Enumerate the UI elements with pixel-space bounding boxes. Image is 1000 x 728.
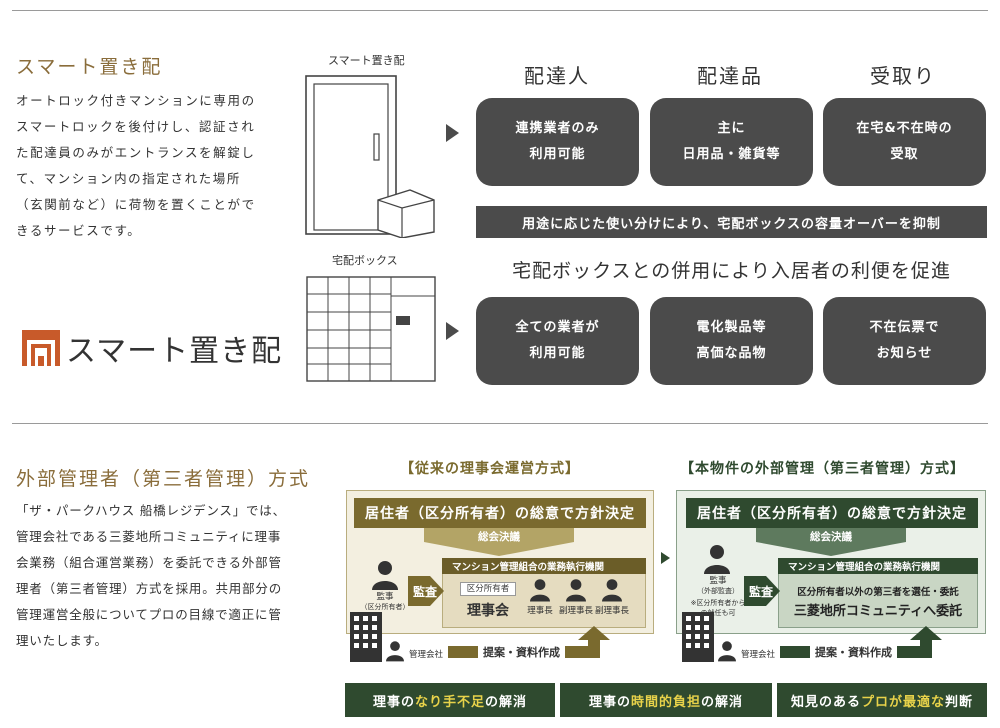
old-down-arrow-icon — [424, 528, 574, 556]
old-role-1: 理事長 — [527, 606, 553, 616]
col-head-deliverer: 配達人 — [524, 64, 590, 88]
new-audit-arrow-icon — [744, 576, 780, 606]
external-title: 外部管理者（第三者管理）方式 — [16, 468, 311, 490]
col-head-receive: 受取り — [870, 64, 936, 88]
old-auditor-label: 監事 （区分所有者） — [360, 592, 410, 611]
new-building-icon — [682, 612, 714, 662]
old-exec-bar: マンション管理組合の業務執行機関 — [442, 558, 646, 574]
new-line2: 三菱地所コミュニティへ委託 — [793, 604, 963, 619]
new-auditor-label: 監事 （外部監査） ※区分所有者からの就任も可 — [690, 576, 746, 617]
top-rule — [12, 10, 988, 11]
pill-row2-3: 不在伝票でお知らせ — [823, 297, 986, 385]
new-exec-bar: マンション管理組合の業務執行機関 — [778, 558, 978, 574]
old-audit-arrow-icon — [408, 576, 444, 606]
pill-row2-2: 電化製品等高価な品物 — [650, 297, 813, 385]
box-label: 宅配ボックス — [332, 254, 398, 267]
old-board: 理事会 — [467, 603, 509, 619]
banner-2: 理事の時間的負担の解消 — [560, 683, 772, 717]
pill-row1-1: 連携業者のみ利用可能 — [476, 98, 639, 186]
new-audit: 監査 — [748, 584, 773, 599]
old-role-2: 副理事長 — [558, 606, 593, 616]
new-diagram-title: 【本物件の外部管理（第三者管理）方式】 — [680, 461, 965, 477]
new-company-person-icon — [718, 641, 736, 662]
old-role-person-icon — [530, 579, 550, 602]
new-decision: 総会決議 — [810, 530, 852, 543]
old-audit: 監査 — [412, 584, 437, 599]
new-top-pill: 居住者（区分所有者）の総意で方針決定 — [686, 498, 978, 528]
col-head-item: 配達品 — [697, 64, 763, 88]
smart-title: スマート置き配 — [16, 56, 163, 78]
banner-3: 知見のあるプロが最適な判断 — [777, 683, 987, 717]
old-proposal: 提案・資料作成 — [478, 644, 565, 660]
new-up-arrow-icon — [910, 626, 942, 658]
new-company: 管理会社 — [740, 650, 775, 660]
smart-description: オートロック付きマンションに専用の スマートロックを後付けし、認証され た配達員… — [16, 93, 256, 238]
old-owner-tag: 区分所有者 — [460, 582, 516, 596]
locker-icon — [306, 276, 436, 382]
old-role-3: 副理事長 — [594, 606, 629, 616]
new-line1: 区分所有者以外の第三者を選任・委託 — [797, 587, 959, 598]
smart-logo: スマート置き配 — [22, 326, 282, 370]
old-company: 管理会社 — [408, 650, 443, 660]
banner-1: 理事のなり手不足の解消 — [345, 683, 555, 717]
old-auditor-person-icon — [372, 561, 398, 590]
middle-rule — [12, 423, 988, 424]
old-diagram-title: 【従来の理事会運営方式】 — [400, 461, 580, 477]
arrow-right-icon — [446, 322, 459, 340]
arrow-right-icon — [446, 124, 459, 142]
logo-text: スマート置き配 — [66, 334, 283, 369]
old-decision: 総会決議 — [478, 530, 520, 543]
new-auditor-person-icon — [704, 545, 730, 574]
pill-row1-3: 在宅&不在時の受取 — [823, 98, 986, 186]
capacity-band: 用途に応じた使い分けにより、宅配ボックスの容量オーバーを抑制 — [476, 206, 987, 238]
diagram-arrow-icon — [661, 552, 670, 564]
pill-row2-1: 全ての業者が利用可能 — [476, 297, 639, 385]
new-down-arrow-icon — [756, 528, 906, 556]
old-role-person-icon — [602, 579, 622, 602]
heading2: 宅配ボックスとの併用により入居者の利便を促進 — [512, 260, 951, 282]
logo-mark-icon — [22, 330, 60, 366]
old-top-pill: 居住者（区分所有者）の総意で方針決定 — [354, 498, 646, 528]
door-icon — [305, 75, 435, 238]
old-building-icon — [350, 612, 382, 662]
pill-row1-2: 主に日用品・雑貨等 — [650, 98, 813, 186]
old-role-person-icon — [566, 579, 586, 602]
external-description: 「ザ・パークハウス 船橋レジデンス」では、 管理会社である三菱地所コミュニティに… — [16, 503, 286, 648]
door-label: スマート置き配 — [328, 54, 405, 67]
old-company-person-icon — [386, 641, 404, 662]
new-proposal: 提案・資料作成 — [810, 644, 897, 660]
old-up-arrow-icon — [578, 626, 610, 658]
